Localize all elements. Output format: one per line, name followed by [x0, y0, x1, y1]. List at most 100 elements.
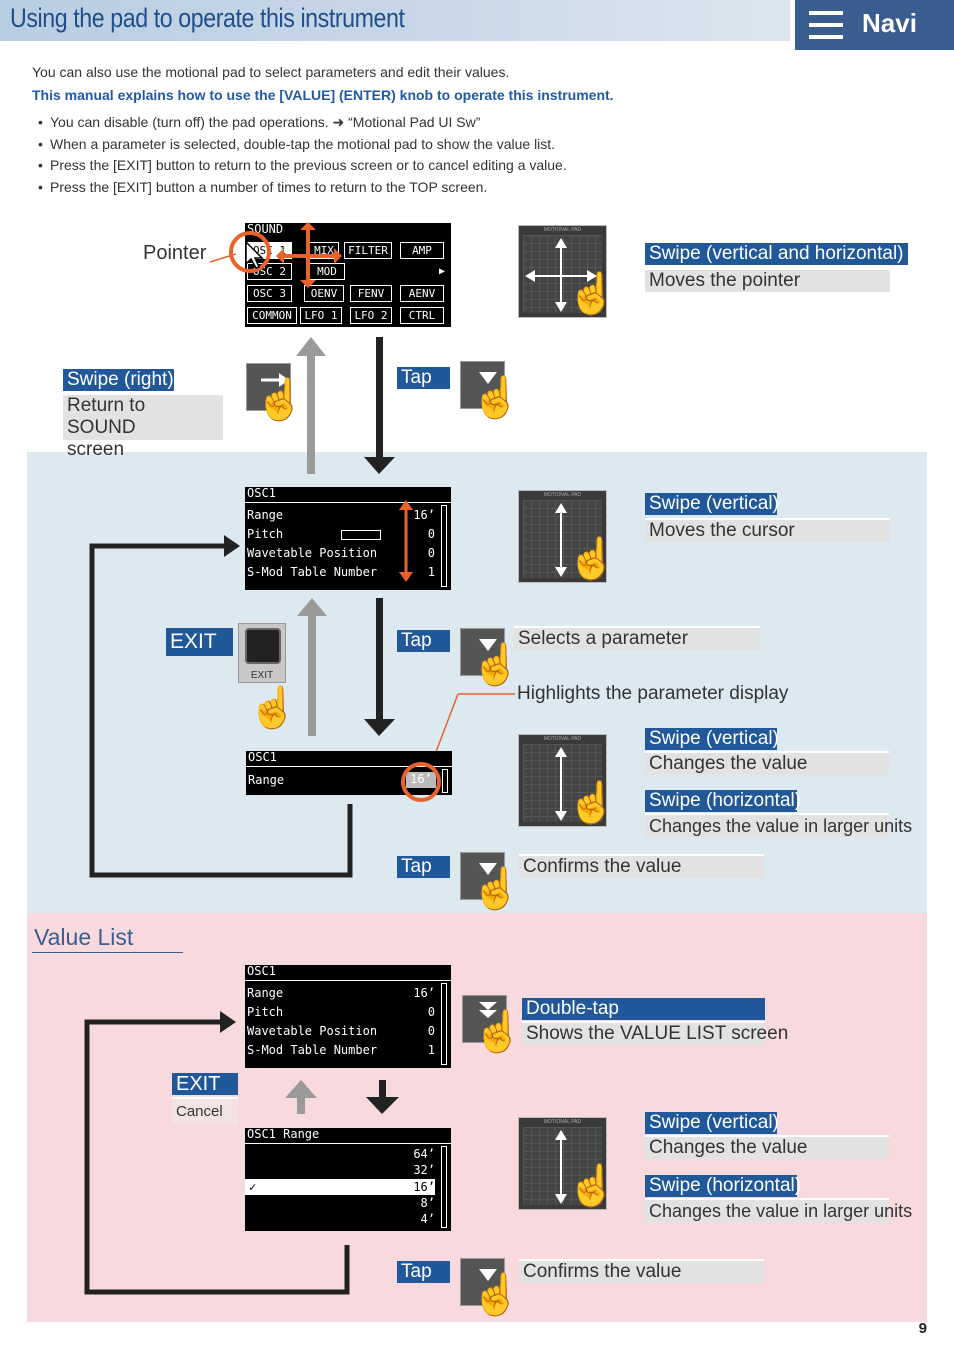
osc1-screen: OSC1 Range 16’ Pitch 0 Wavetable Positio…: [245, 487, 451, 590]
down-arrow-shaft: [379, 1080, 386, 1098]
hand-pointer-icon: ☝: [470, 867, 521, 911]
right-arrow-icon: [261, 373, 289, 387]
screen-value: 0: [427, 1005, 435, 1019]
screen-value: 0: [427, 1024, 435, 1038]
gesture-description: Moves the cursor: [645, 518, 890, 542]
screen-row: Wavetable Position: [247, 1024, 378, 1038]
hamburger-icon: [809, 11, 843, 39]
screen-row: S-Mod Table Number: [247, 565, 378, 579]
description-line: screen: [67, 439, 125, 460]
screen-cell: COMMON: [247, 307, 297, 324]
up-arrow-head: [297, 598, 327, 616]
gesture-description: Changes the value in larger units: [645, 1198, 912, 1222]
gesture-description: Changes the value in larger units: [645, 813, 912, 837]
motional-pad-small[interactable]: ☝: [460, 628, 522, 686]
motional-pad[interactable]: MOTIONAL PAD ☝: [518, 1117, 618, 1210]
pad-label: MOTIONAL PAD: [543, 227, 582, 233]
gesture-tag: Tap: [397, 1261, 450, 1283]
heading-underline: [32, 952, 183, 953]
navi-label: Navi: [862, 8, 917, 38]
description-line: Return to SOUND: [67, 395, 146, 438]
motional-pad[interactable]: MOTIONAL PAD ☝: [518, 225, 618, 318]
screen-value: 1: [427, 1043, 435, 1057]
loop-arrow: [84, 1019, 350, 1295]
gesture-tag: Tap: [397, 367, 450, 389]
selected-list-row: [245, 1179, 435, 1195]
motional-pad[interactable]: MOTIONAL PAD ☝: [518, 490, 618, 583]
exit-tag: EXIT: [172, 1073, 238, 1095]
gesture-description: Shows the VALUE LIST screen: [522, 1021, 788, 1045]
pitch-bar: [341, 530, 381, 540]
motional-pad-small[interactable]: ☝: [460, 361, 522, 419]
vertical-arrow-icon: [555, 503, 567, 577]
loop-arrow-head: [220, 1011, 236, 1033]
motional-pad-small[interactable]: ☝: [246, 363, 306, 421]
screen-value: 0: [427, 527, 435, 541]
screen-cell: AENV: [400, 285, 444, 302]
scrollbar: [442, 769, 448, 793]
gesture-description: Confirms the value: [519, 854, 764, 878]
bullet-item: Press the [EXIT] button a number of time…: [38, 177, 567, 199]
tap-arrow-icon: [479, 372, 497, 384]
hand-pointer-icon: ☝: [470, 376, 521, 420]
pad-label: MOTIONAL PAD: [543, 1119, 582, 1125]
loop-arrow: [89, 543, 353, 878]
hand-pointer-icon: ☝: [566, 272, 617, 316]
hand-pointer-icon: ☝: [470, 643, 521, 687]
pointer-cross-icon: [229, 222, 342, 288]
exit-key-icon: [245, 628, 281, 664]
list-item: 64’: [413, 1147, 435, 1161]
osc1-screen: OSC1 Range 16’ Pitch 0 Wavetable Positio…: [245, 965, 451, 1068]
down-arrow-head: [364, 719, 395, 736]
screen-header: OSC1: [247, 965, 276, 978]
pad-label: MOTIONAL PAD: [543, 736, 582, 742]
vertical-arrow-icon: [555, 747, 567, 821]
up-arrow-shaft: [308, 614, 316, 736]
bullet-list: You can disable (turn off) the pad opera…: [38, 112, 567, 199]
gesture-description: Changes the value: [645, 1135, 889, 1159]
four-way-arrow-icon: [525, 238, 597, 312]
gesture-tag: Swipe (right): [63, 369, 174, 391]
navi-button[interactable]: Navi: [795, 0, 954, 50]
gesture-tag: Tap: [397, 856, 450, 878]
motional-pad-small[interactable]: ☝: [460, 1258, 522, 1316]
scrollbar: [441, 983, 447, 1065]
highlight-circle-icon: [401, 762, 441, 802]
check-icon: ✓: [249, 1180, 257, 1194]
gesture-description: Return to SOUND screen: [63, 393, 223, 460]
highlight-label: Highlights the parameter display: [517, 683, 789, 704]
down-arrow-shaft: [376, 598, 383, 720]
screen-cell: LFO 2: [350, 307, 392, 324]
gesture-tag: Swipe (horizontal): [645, 790, 801, 812]
page-title: Using the pad to operate this instrument: [10, 3, 405, 33]
intro-text: You can also use the motional pad to sel…: [32, 64, 510, 80]
hand-pointer-icon: ☝: [566, 781, 617, 825]
screen-row: Pitch: [247, 527, 284, 541]
exit-button[interactable]: EXIT: [238, 623, 286, 683]
gesture-description: Changes the value: [645, 751, 889, 775]
motional-pad-small[interactable]: ☝: [460, 852, 522, 910]
title-bar: Using the pad to operate this instrument: [0, 0, 790, 41]
gesture-tag: Swipe (vertical): [645, 1112, 779, 1134]
up-arrow-head: [285, 1080, 317, 1098]
pointer-label: Pointer: [143, 242, 207, 264]
motional-pad-small[interactable]: ☝: [462, 995, 524, 1053]
hand-pointer-icon: ☝: [247, 686, 298, 730]
up-arrow-shaft: [307, 354, 315, 474]
gesture-description: Confirms the value: [519, 1259, 764, 1283]
screen-row: Range: [247, 508, 284, 522]
up-arrow-shaft: [297, 1096, 305, 1114]
hand-pointer-icon: ☝: [472, 1010, 523, 1054]
screen-header: OSC1: [248, 751, 277, 764]
screen-header: OSC1: [247, 487, 276, 500]
motional-pad[interactable]: MOTIONAL PAD ☝: [518, 734, 618, 827]
bullet-item: You can disable (turn off) the pad opera…: [38, 112, 567, 134]
hand-pointer-icon: ☝: [254, 378, 305, 422]
hand-pointer-icon: ☝: [566, 1164, 617, 1208]
gesture-tag: Swipe (vertical and horizontal): [645, 243, 908, 265]
screen-header: OSC1 Range: [247, 1128, 320, 1141]
tap-arrow-icon: [479, 863, 497, 875]
list-item: 32’: [413, 1163, 435, 1177]
sound-screen: SOUND OSC 1 MIX FILTER AMP OSC 2 MOD ▶ O…: [245, 223, 451, 327]
bullet-item: When a parameter is selected, double-tap…: [38, 134, 567, 156]
